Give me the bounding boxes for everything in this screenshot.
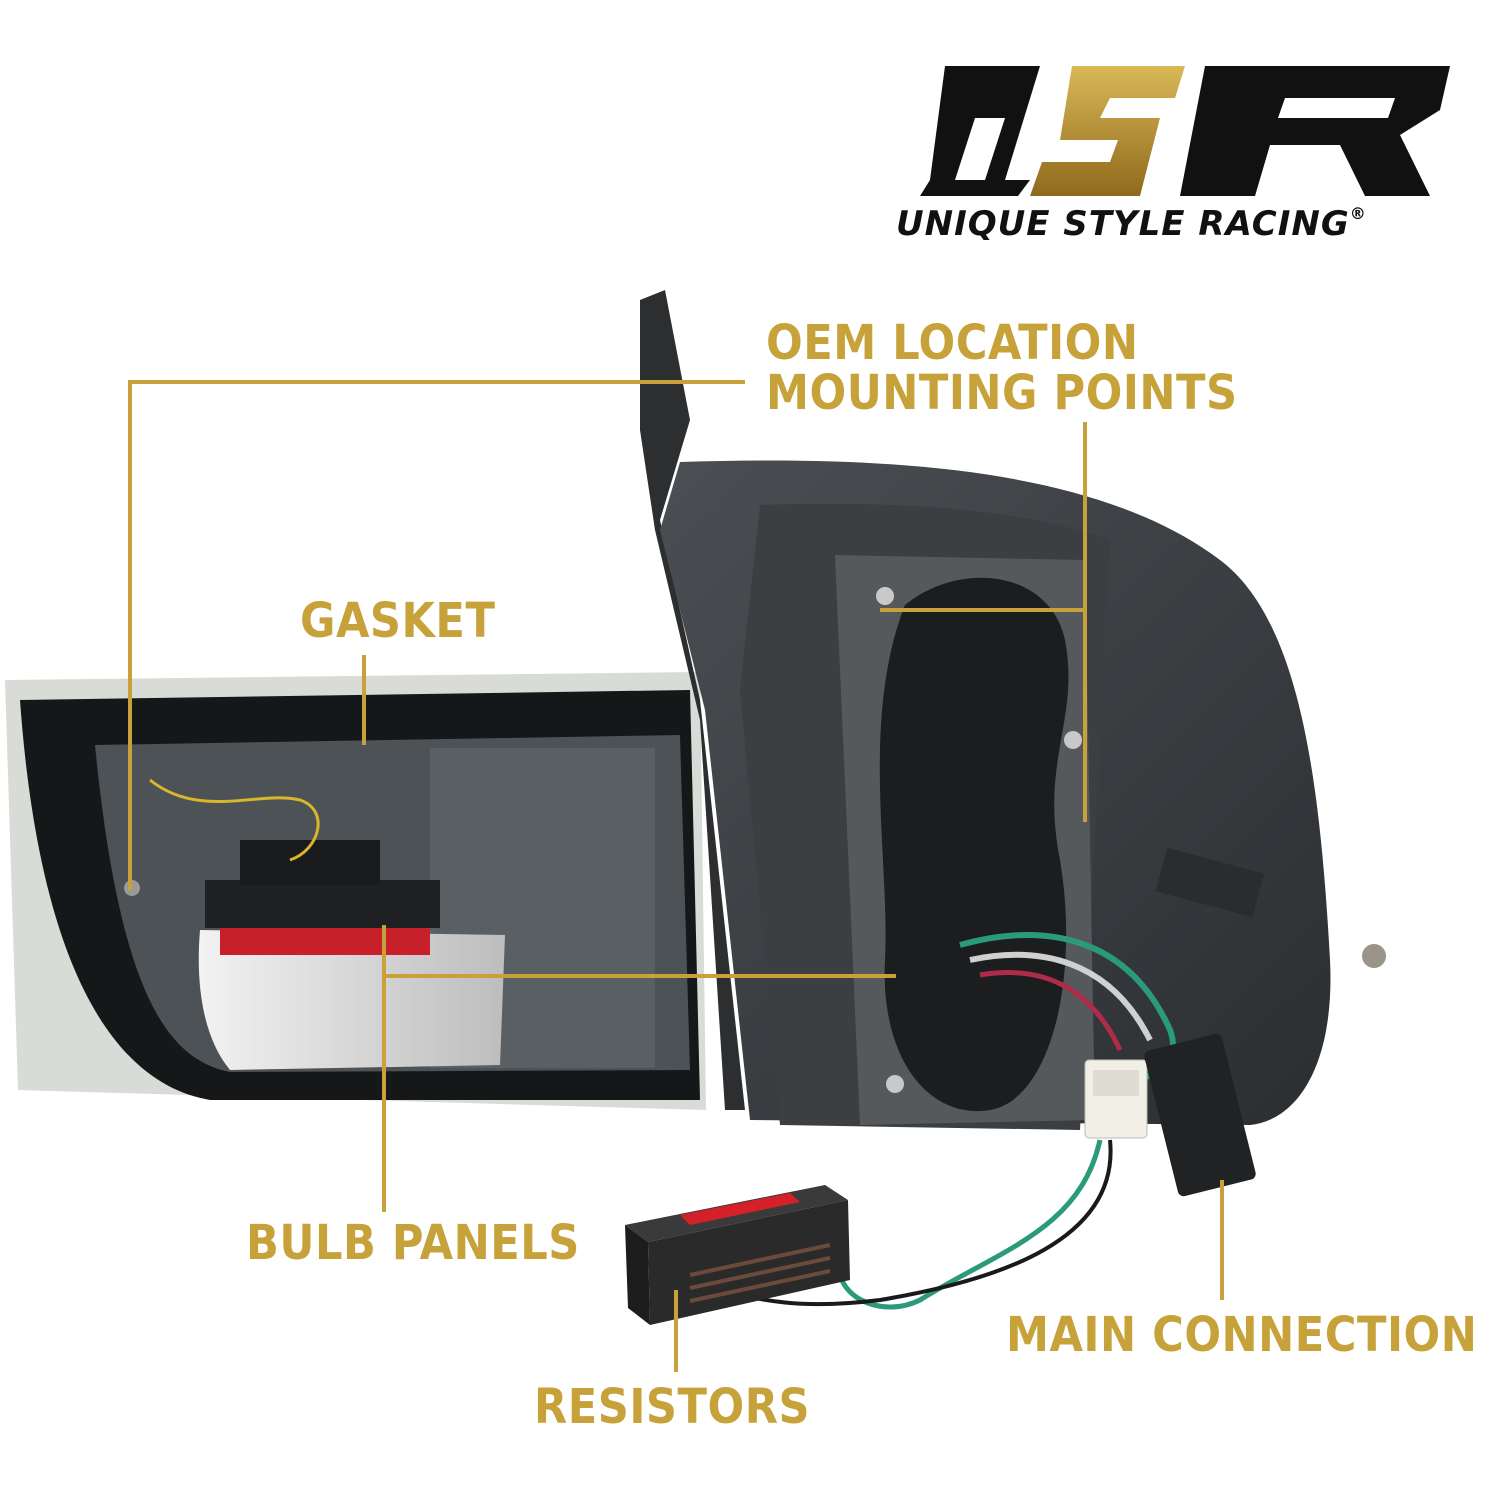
- brand-name: UNIQUE STYLE RACING®: [896, 204, 1367, 244]
- wiring-harness: [719, 932, 1176, 1310]
- inner-tail-lamp: [5, 672, 706, 1110]
- resistor-block: [625, 1185, 850, 1325]
- main-connection-socket: [1144, 1033, 1256, 1197]
- bulb-panels-callout: BULB PANELS: [246, 1215, 580, 1271]
- main-connection-callout: MAIN CONNECTION: [1006, 1307, 1478, 1363]
- usr-logo-mark: [920, 66, 1450, 196]
- oem-mounting-callout: OEM LOCATION MOUNTING POINTS: [766, 318, 1238, 419]
- oem-line1: OEM LOCATION: [766, 315, 1139, 371]
- white-connector: [1084, 1059, 1148, 1139]
- oem-leader-line: [128, 380, 745, 890]
- registered-mark: ®: [1349, 204, 1367, 223]
- oem-line2: MOUNTING POINTS: [766, 365, 1238, 422]
- outer-tail-lamp: [640, 290, 1386, 1131]
- resistors-callout: RESISTORS: [534, 1379, 811, 1435]
- gasket-callout: GASKET: [300, 593, 496, 649]
- callout-lines: [128, 380, 1224, 1372]
